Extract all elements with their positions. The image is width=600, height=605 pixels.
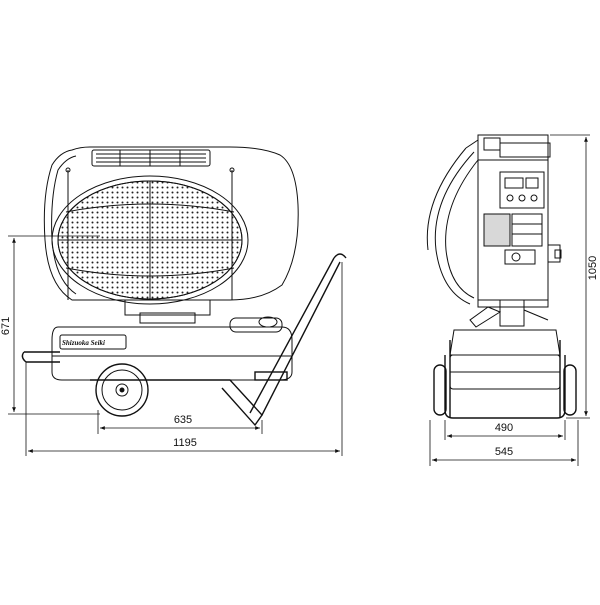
front-height-label: 671 (0, 317, 12, 335)
front-wheel (95, 363, 149, 417)
reflector-grille (51, 175, 249, 305)
guard-rods (65, 167, 235, 300)
housing-inner-edge (51, 155, 77, 295)
side-dimensions (429, 134, 590, 466)
side-height-label: 1050 (587, 256, 599, 280)
info-plates (483, 213, 543, 265)
side-fuel-tank (449, 329, 561, 390)
heater-housing (43, 146, 299, 301)
mount-bracket (469, 299, 549, 328)
trolley-frame (21, 253, 347, 427)
side-view (426, 134, 577, 419)
wheelbase-label: 635 (174, 414, 192, 426)
control-panel (499, 171, 545, 209)
overall-width-label: 545 (495, 446, 513, 458)
top-vent-grille (91, 149, 211, 167)
brand-logo-plate: Shizuoka Seiki (62, 339, 105, 347)
reflector-profile (426, 139, 479, 305)
inner-width-label: 490 (495, 422, 513, 434)
overall-length-label: 1195 (173, 437, 197, 449)
side-wheel-left (433, 364, 447, 416)
side-trolley-frame (444, 340, 566, 419)
side-wheel-right (563, 364, 577, 416)
front-dimensions (8, 235, 343, 456)
side-fitting (548, 244, 562, 263)
front-view (21, 146, 347, 427)
